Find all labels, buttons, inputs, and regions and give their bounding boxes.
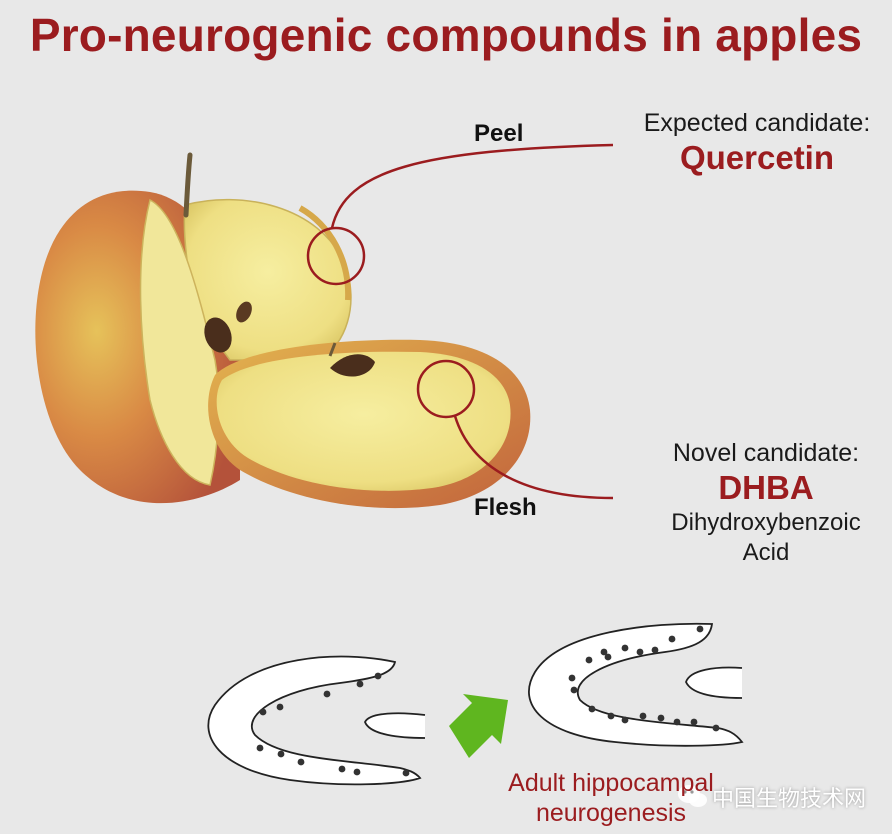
peel-highlight-circle — [306, 226, 366, 286]
flesh-leader-line — [453, 415, 614, 500]
watermark: 中国生物技术网 — [712, 786, 867, 811]
novel-candidate-name: DHBA — [718, 469, 814, 506]
wechat-icon — [678, 785, 707, 807]
flesh-label: Flesh — [474, 494, 537, 521]
hippocampus-before — [207, 655, 426, 786]
seed-1 — [204, 317, 232, 353]
novel-candidate-kicker: Novel candidate: — [672, 439, 860, 467]
apple-side-face — [139, 198, 220, 486]
outcome-line1: Adult hippocampal — [508, 769, 714, 797]
seed-2 — [236, 301, 252, 323]
expected-candidate-kicker: Expected candidate: — [643, 109, 871, 137]
novel-candidate-line1: Dihydroxybenzoic — [671, 509, 861, 536]
hippocampus-after — [528, 622, 744, 747]
apple-slice-flesh — [216, 351, 511, 491]
increase-arrow — [449, 694, 508, 758]
expected-candidate-name: Quercetin — [679, 139, 835, 176]
novel-candidate-line2: Acid — [742, 539, 790, 566]
peel-leader-line — [330, 143, 614, 229]
flesh-highlight-circle — [416, 359, 476, 419]
outcome-line2: neurogenesis — [535, 799, 687, 827]
apple-illustration — [35, 152, 531, 509]
peel-label: Peel — [474, 120, 524, 147]
novel-candidate: Novel candidate: DHBA Dihydroxybenzoic A… — [650, 438, 882, 568]
outcome-label: Adult hippocampal neurogenesis — [486, 768, 736, 828]
apple-stem — [183, 152, 193, 218]
expected-candidate: Expected candidate: Quercetin — [630, 108, 884, 178]
page-title: Pro-neurogenic compounds in apples — [29, 9, 863, 61]
